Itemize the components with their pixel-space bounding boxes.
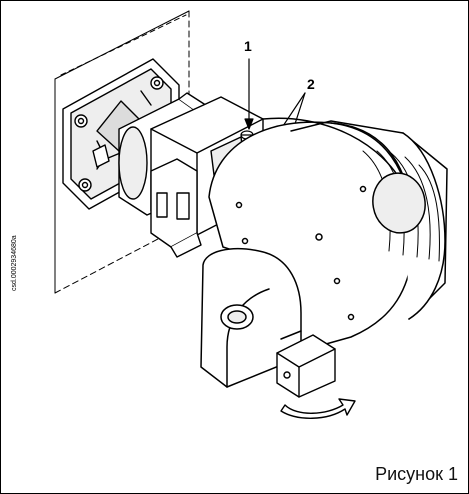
figure-caption: Рисунок 1 [375, 464, 458, 484]
document-code: csd.0002934680a [11, 235, 18, 291]
motor-casing [200, 247, 302, 388]
fan-housing [208, 117, 448, 352]
rotation-arrow-icon [280, 398, 356, 419]
callout-label-1: 1 [244, 38, 252, 54]
document-code-prefix: csd. [11, 278, 18, 291]
flange-nut-icon [150, 76, 164, 90]
document-code-number: 0002934680a [11, 235, 18, 279]
air-damper-icon [372, 172, 426, 234]
callout-label-2: 2 [307, 76, 315, 92]
flange-nut-icon [74, 114, 88, 128]
control-box [276, 334, 336, 398]
flange-nut-icon [78, 178, 92, 192]
